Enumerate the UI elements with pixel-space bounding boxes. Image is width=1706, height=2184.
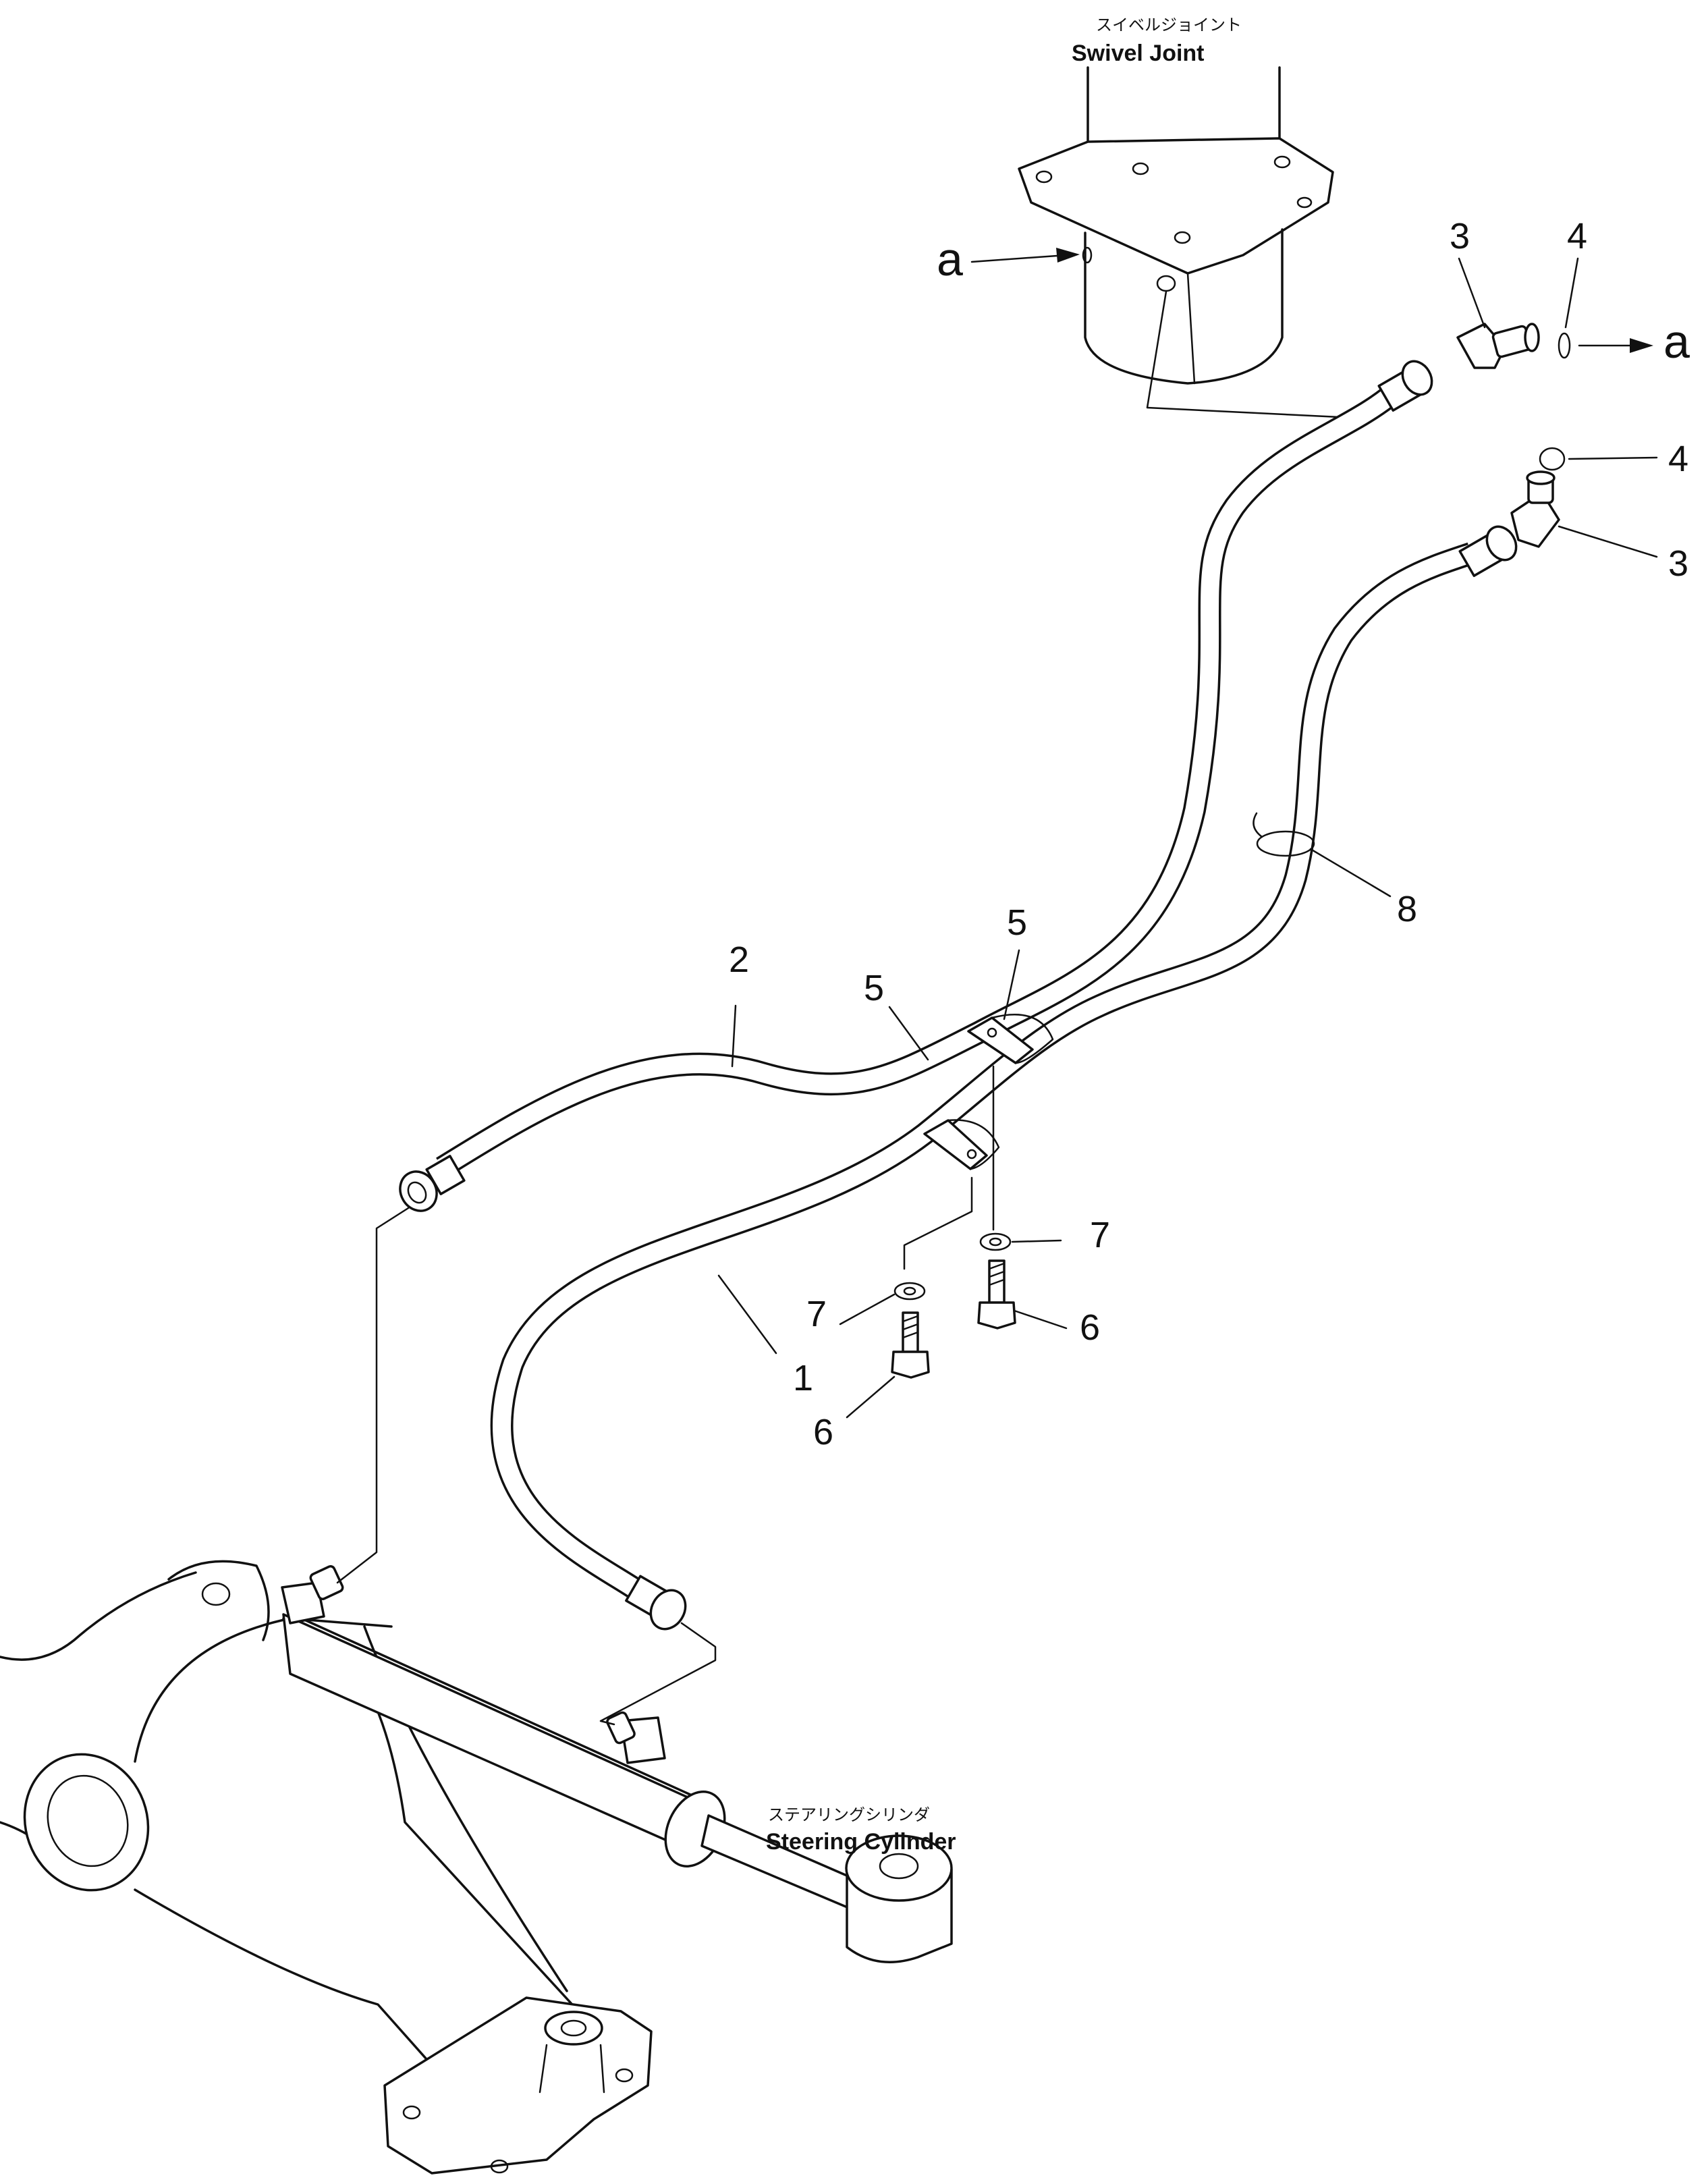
callout-7-right: 7 xyxy=(1090,1215,1110,1255)
callout-4-upper: 4 xyxy=(1567,216,1587,256)
washer-right xyxy=(979,1232,1012,1251)
callout-2: 2 xyxy=(729,939,749,980)
callout-1: 1 xyxy=(793,1358,813,1398)
callout-4-lower: 4 xyxy=(1668,439,1688,479)
steering-cylinder-label: Steering Cylinder xyxy=(766,1829,956,1855)
callout-6-right: 6 xyxy=(1080,1307,1100,1348)
steering-cylinder: ステアリングシリンダ Steering Cylinder xyxy=(281,1565,956,1964)
hose-2-end-fitting-top xyxy=(1377,360,1433,412)
hose-1 xyxy=(490,542,1475,1603)
callout-leaders xyxy=(717,257,1658,1419)
callout-7-left: 7 xyxy=(806,1294,827,1334)
clamp-upper xyxy=(967,1013,1054,1064)
callout-5-upper: 5 xyxy=(1007,902,1027,943)
hose-1-end-fitting-bottom xyxy=(625,1575,687,1631)
bolt-left xyxy=(891,1311,930,1379)
connection-marker-a-left: a xyxy=(937,233,1080,285)
swivel-joint-label-jp: スイベルジョイント xyxy=(1096,16,1242,34)
o-ring-upper xyxy=(1558,332,1571,359)
callout-3-upper: 3 xyxy=(1450,216,1470,256)
connection-letter-left: a xyxy=(937,233,963,285)
clamp-lower xyxy=(923,1119,1000,1170)
callout-numbers: 1 2 3 3 4 4 5 5 6 6 7 7 8 xyxy=(729,216,1688,1452)
bolt-right xyxy=(977,1259,1016,1330)
o-ring-lower xyxy=(1539,447,1566,471)
swivel-joint: スイベルジョイント Swivel Joint xyxy=(1018,16,1341,418)
washer-left xyxy=(893,1282,926,1301)
swivel-joint-label: Swivel Joint xyxy=(1072,40,1205,66)
callout-3-lower: 3 xyxy=(1668,543,1688,584)
callout-8: 8 xyxy=(1397,889,1417,929)
steering-cylinder-label-jp: ステアリングシリンダ xyxy=(768,1805,930,1824)
callout-5-lower: 5 xyxy=(864,968,884,1008)
elbow-fitting-lower xyxy=(1510,470,1560,548)
hose-1-end-fitting-top xyxy=(1458,525,1518,577)
connection-letter-right: a xyxy=(1663,315,1690,368)
hose-2-end-fitting-left xyxy=(399,1155,466,1212)
elbow-fitting-upper xyxy=(1456,323,1540,369)
connection-line-hose-1 xyxy=(599,1622,717,1726)
connection-line-hose-2 xyxy=(336,1207,410,1584)
callout-6-left: 6 xyxy=(813,1412,833,1452)
hose-2 xyxy=(436,389,1394,1178)
connection-marker-a-right: a xyxy=(1578,315,1690,368)
hose-clip xyxy=(1253,812,1315,857)
